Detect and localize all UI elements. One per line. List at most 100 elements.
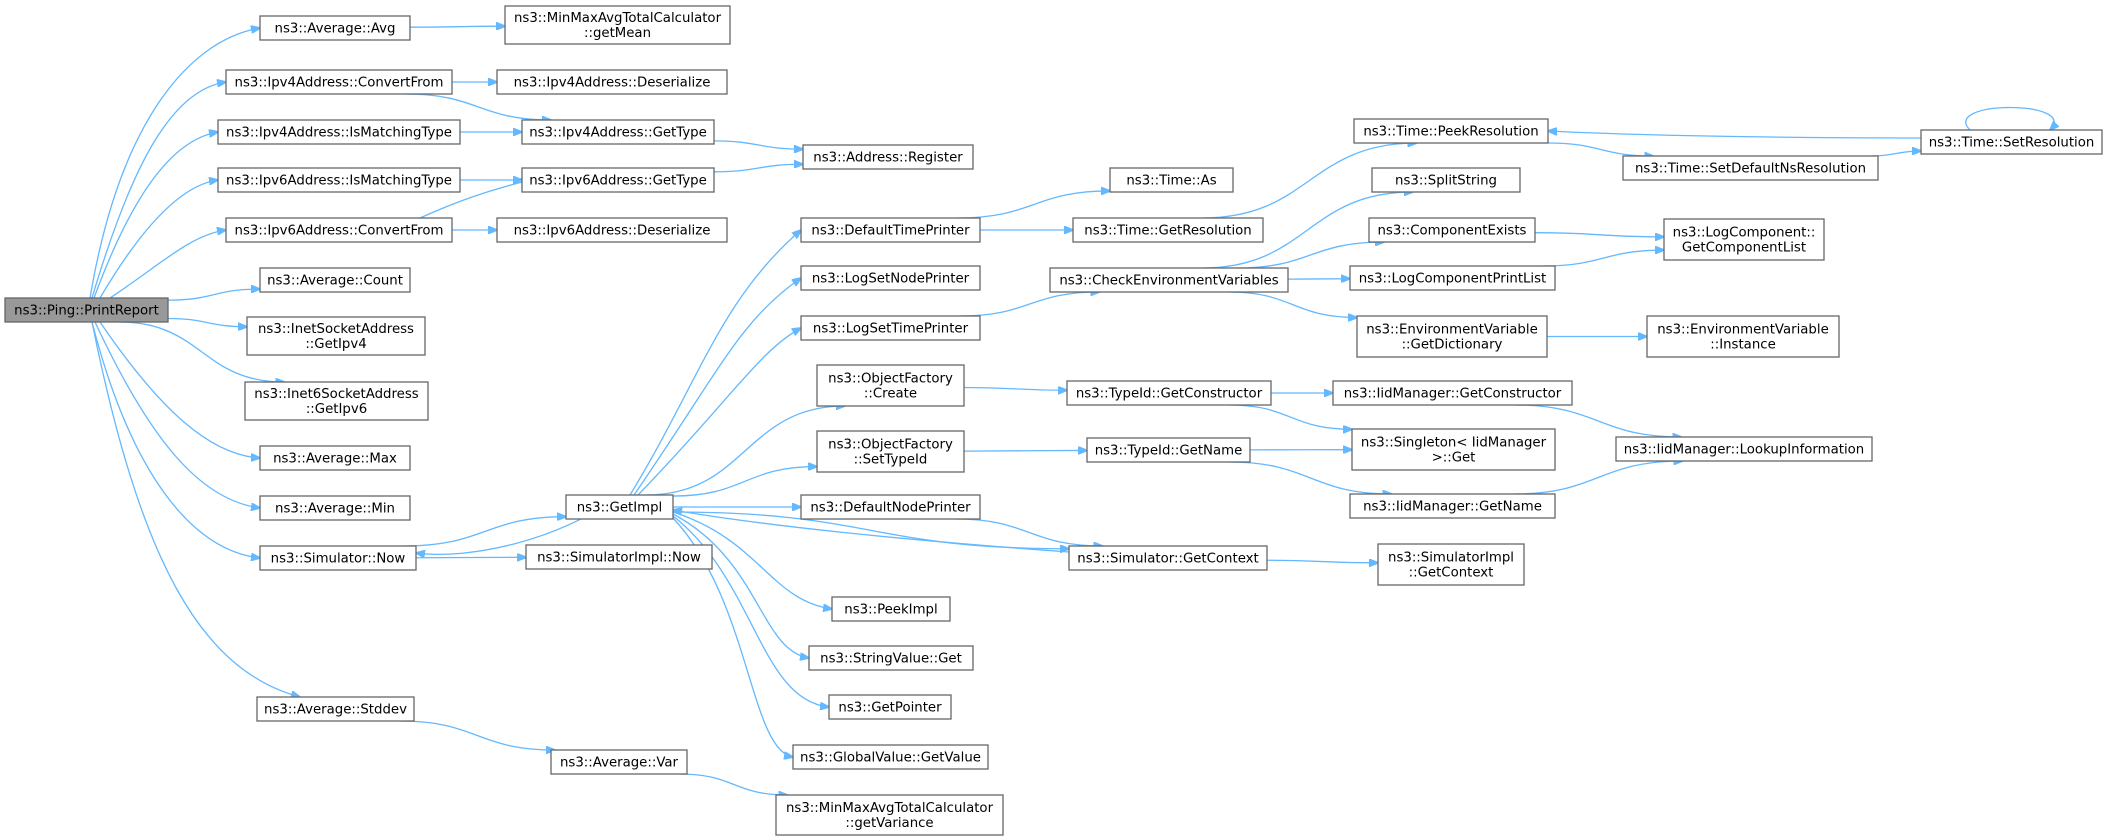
function-node-iid-manager-get-constructor[interactable]: ns3::IidManager::GetConstructor [1332, 380, 1573, 406]
function-node-env-var-get-dictionary[interactable]: ns3::EnvironmentVariable::GetDictionary [1356, 315, 1548, 358]
function-node-ipv6-deserialize[interactable]: ns3::Ipv6Address::Deserialize [496, 217, 728, 243]
node-box [225, 69, 453, 95]
function-node-simulator-impl-get-context[interactable]: ns3::SimulatorImpl::GetContext [1377, 543, 1525, 586]
function-node-component-exists[interactable]: ns3::ComponentExists [1368, 217, 1536, 243]
function-node-check-environment-variables[interactable]: ns3::CheckEnvironmentVariables [1049, 267, 1289, 293]
node-box [1368, 217, 1536, 243]
call-edge-get-impl-to-object-factory-create [646, 406, 845, 496]
function-node-log-component-get-list[interactable]: ns3::LogComponent::GetComponentList [1663, 218, 1825, 261]
function-node-singleton-get[interactable]: ns3::Singleton< IidManager >::Get [1351, 428, 1556, 471]
function-node-object-factory-create[interactable]: ns3::ObjectFactory::Create [816, 364, 965, 407]
function-node-get-impl[interactable]: ns3::GetImpl [565, 494, 674, 520]
node-label: ns3::Ipv4Address::ConvertFrom [235, 76, 444, 91]
node-label: ns3::EnvironmentVariable [1657, 323, 1829, 338]
function-node-ipv4-deserialize[interactable]: ns3::Ipv4Address::Deserialize [496, 69, 728, 95]
node-box [775, 794, 1004, 836]
function-node-address-register[interactable]: ns3::Address::Register [802, 144, 974, 170]
node-label: ns3::Average::Stddev [264, 703, 407, 718]
node-box [259, 545, 417, 571]
function-node-time-set-resolution[interactable]: ns3::Time::SetResolution [1920, 129, 2103, 155]
function-node-get-pointer[interactable]: ns3::GetPointer [828, 694, 952, 720]
function-node-default-time-printer[interactable]: ns3::DefaultTimePrinter [800, 217, 981, 243]
call-edge-print-report-to-average-max [99, 321, 260, 458]
function-node-ipv6-is-matching-type[interactable]: ns3::Ipv6Address::IsMatchingType [217, 167, 461, 193]
function-node-string-value-get[interactable]: ns3::StringValue::Get [808, 645, 974, 671]
node-label: ns3::Time::PeekResolution [1363, 125, 1538, 140]
function-node-avg[interactable]: ns3::Average::Avg [259, 15, 411, 41]
function-node-average-max[interactable]: ns3::Average::Max [259, 445, 411, 471]
call-edge-ipv6-convert-from-to-ipv6-get-type [419, 180, 530, 219]
function-node-log-set-time-printer[interactable]: ns3::LogSetTimePrinter [800, 315, 981, 341]
function-node-iid-manager-get-name[interactable]: ns3::IidManager::GetName [1349, 493, 1556, 519]
function-node-global-value-get-value[interactable]: ns3::GlobalValue::GetValue [792, 744, 989, 770]
node-label: ::Instance [1710, 338, 1776, 353]
call-edge-type-id-get-constructor-to-singleton-get [1229, 404, 1352, 429]
function-node-type-id-get-constructor[interactable]: ns3::TypeId::GetConstructor [1066, 380, 1272, 406]
function-node-default-node-printer[interactable]: ns3::DefaultNodePrinter [800, 494, 981, 520]
function-node-average-min[interactable]: ns3::Average::Min [259, 495, 411, 521]
function-node-time-peek-resolution[interactable]: ns3::Time::PeekResolution [1353, 118, 1549, 144]
node-label: ns3::IidManager::GetConstructor [1344, 387, 1562, 402]
node-label: ns3::DefaultNodePrinter [810, 501, 971, 516]
function-node-get-mean[interactable]: ns3::MinMaxAvgTotalCalculator::getMean [504, 5, 731, 45]
function-node-simulator-now[interactable]: ns3::Simulator::Now [259, 545, 417, 571]
function-node-print-report[interactable]: ns3::Ping::PrintReport [4, 297, 169, 323]
call-edge-check-environment-variables-to-env-var-get-dictionary [1229, 291, 1357, 318]
call-edge-get-impl-to-log-set-node-printer [633, 278, 801, 496]
node-label: ns3::GetPointer [838, 701, 942, 716]
function-node-iid-manager-lookup-information[interactable]: ns3::IidManager::LookupInformation [1615, 436, 1873, 462]
node-label: ns3::InetSocketAddress [258, 322, 414, 337]
function-nodes: ns3::Ping::PrintReportns3::Average::Avgn… [4, 5, 2103, 836]
function-node-env-var-instance[interactable]: ns3::EnvironmentVariable::Instance [1646, 315, 1840, 358]
function-node-peek-impl[interactable]: ns3::PeekImpl [831, 596, 951, 622]
function-node-simulator-impl-now[interactable]: ns3::SimulatorImpl::Now [525, 544, 713, 570]
call-edge-default-node-printer-to-simulator-get-context [955, 518, 1103, 546]
node-label: ns3::GlobalValue::GetValue [800, 751, 981, 766]
node-label: ns3::Average::Avg [275, 22, 396, 37]
call-edge-get-impl-to-object-factory-set-type-id [672, 467, 817, 497]
function-node-average-var[interactable]: ns3::Average::Var [550, 749, 688, 775]
function-node-time-get-resolution[interactable]: ns3::Time::GetResolution [1072, 217, 1264, 243]
node-label: ns3::Time::GetResolution [1084, 224, 1251, 239]
function-node-ipv4-convert-from[interactable]: ns3::Ipv4Address::ConvertFrom [225, 69, 453, 95]
call-edge-ipv4-convert-from-to-ipv4-get-type [405, 93, 551, 120]
function-node-inet-get-ipv4[interactable]: ns3::InetSocketAddress::GetIpv4 [246, 316, 426, 356]
function-node-log-component-print-list[interactable]: ns3::LogComponentPrintList [1349, 265, 1556, 291]
call-edge-object-factory-create-to-type-id-get-constructor [963, 387, 1067, 390]
call-edge-log-component-print-list-to-log-component-get-list [1543, 250, 1664, 267]
function-node-type-id-get-name[interactable]: ns3::TypeId::GetName [1086, 437, 1251, 463]
call-edge-log-set-time-printer-to-check-environment-variables [960, 292, 1099, 317]
function-node-simulator-get-context[interactable]: ns3::Simulator::GetContext [1068, 545, 1268, 571]
function-node-object-factory-set-type-id[interactable]: ns3::ObjectFactory::SetTypeId [816, 430, 965, 473]
node-label: ns3::StringValue::Get [820, 652, 962, 667]
function-node-inet6-get-ipv6[interactable]: ns3::Inet6SocketAddress::GetIpv6 [244, 381, 429, 421]
function-node-ipv6-get-type[interactable]: ns3::Ipv6Address::GetType [521, 167, 715, 193]
node-label: ns3::MinMaxAvgTotalCalculator [786, 801, 994, 816]
node-label: ns3::CheckEnvironmentVariables [1059, 274, 1278, 289]
node-box [1356, 315, 1548, 358]
function-node-ipv4-is-matching-type[interactable]: ns3::Ipv4Address::IsMatchingType [217, 119, 461, 145]
node-box [1068, 545, 1268, 571]
node-label: ns3::Ipv4Address::Deserialize [514, 76, 711, 91]
call-edge-time-set-resolution-to-time-peek-resolution [1548, 131, 1922, 139]
function-node-split-string[interactable]: ns3::SplitString [1371, 167, 1521, 193]
node-label: ::GetDictionary [1402, 338, 1503, 353]
function-node-log-set-node-printer[interactable]: ns3::LogSetNodePrinter [800, 265, 981, 291]
call-edge-ipv6-get-type-to-address-register [713, 164, 803, 173]
call-edge-print-report-to-simulator-now [91, 321, 260, 558]
node-box [1353, 118, 1549, 144]
node-label: ns3::Average::Min [275, 502, 395, 517]
node-box [496, 217, 728, 243]
call-edge-simulator-get-context-to-get-impl [673, 510, 1070, 553]
function-node-average-count[interactable]: ns3::Average::Count [259, 267, 411, 293]
function-node-ipv4-get-type[interactable]: ns3::Ipv4Address::GetType [521, 119, 715, 145]
function-node-time-set-default-ns-resolution[interactable]: ns3::Time::SetDefaultNsResolution [1622, 155, 1879, 181]
function-node-average-stddev[interactable]: ns3::Average::Stddev [256, 696, 415, 722]
node-box [1663, 218, 1825, 261]
function-node-time-as[interactable]: ns3::Time::As [1109, 167, 1234, 193]
node-box [1049, 267, 1289, 293]
function-node-get-variance[interactable]: ns3::MinMaxAvgTotalCalculator::getVarian… [775, 794, 1004, 836]
function-node-ipv6-convert-from[interactable]: ns3::Ipv6Address::ConvertFrom [225, 217, 453, 243]
node-box [4, 297, 169, 323]
